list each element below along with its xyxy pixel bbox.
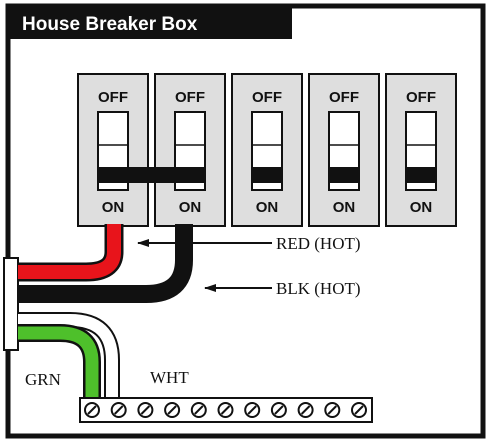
- breaker-off-label: OFF: [329, 89, 359, 106]
- black-wire: [18, 224, 193, 303]
- breaker-on-label: ON: [410, 199, 433, 216]
- breaker-on-label: ON: [179, 199, 202, 216]
- red-wire: [18, 224, 124, 282]
- breaker-2[interactable]: OFF ON: [154, 73, 226, 227]
- white-wire: [18, 312, 120, 402]
- breaker-off-label: OFF: [252, 89, 282, 106]
- breaker-1[interactable]: OFF ON: [77, 73, 149, 227]
- breaker-handle[interactable]: [406, 167, 436, 183]
- breaker-on-label: ON: [256, 199, 279, 216]
- breaker-row: OFF ON OFF ON OFF ON OFF ON OFF ON: [77, 73, 457, 227]
- terminal-screw: [324, 402, 341, 418]
- terminal-screw: [84, 402, 100, 418]
- title-tab: [8, 6, 292, 39]
- terminal-screw: [137, 402, 154, 418]
- terminal-screws: [84, 402, 367, 418]
- breaker-handle[interactable]: [252, 167, 282, 183]
- diagram-title: House Breaker Box: [22, 14, 198, 35]
- green-wire: [18, 324, 101, 402]
- terminal-screw: [270, 402, 287, 418]
- tie-bar: [98, 167, 196, 183]
- breaker-off-label: OFF: [175, 89, 205, 106]
- breaker-handle[interactable]: [329, 167, 359, 183]
- terminal-screw: [110, 402, 127, 418]
- terminal-screw: [190, 402, 207, 418]
- green-wire-label: GRN: [25, 370, 61, 389]
- cable-entry: [3, 257, 19, 351]
- white-wire-label: WHT: [150, 368, 189, 387]
- breaker-5[interactable]: OFF ON: [385, 73, 457, 227]
- red-wire-label: RED (HOT): [276, 234, 361, 253]
- terminal-screw: [164, 402, 181, 418]
- white-wire-core: [18, 314, 118, 402]
- black-wire-label: BLK (HOT): [276, 279, 361, 298]
- breaker-4[interactable]: OFF ON: [308, 73, 380, 227]
- breaker-off-label: OFF: [406, 89, 436, 106]
- terminal-screw: [351, 402, 367, 418]
- terminal-screw: [297, 402, 314, 418]
- breaker-on-label: ON: [333, 199, 356, 216]
- breaker-on-label: ON: [102, 199, 125, 216]
- breaker-3[interactable]: OFF ON: [231, 73, 303, 227]
- terminal-screw: [217, 402, 234, 418]
- breaker-off-label: OFF: [98, 89, 128, 106]
- terminal-screw: [244, 402, 261, 418]
